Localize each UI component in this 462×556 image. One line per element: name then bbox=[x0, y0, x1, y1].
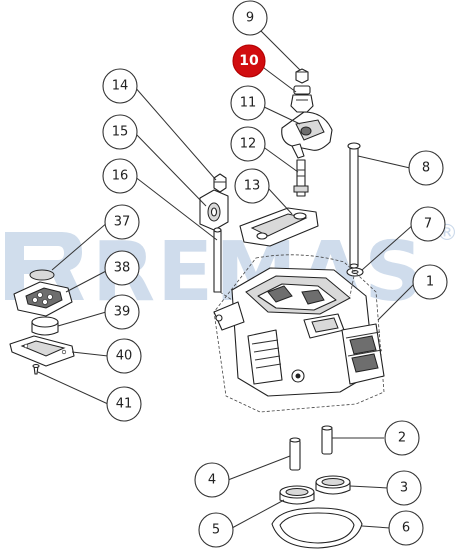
callout-13: 13 bbox=[234, 168, 270, 204]
callout-12: 12 bbox=[230, 126, 266, 162]
callout-8: 8 bbox=[408, 150, 444, 186]
part-41-screw bbox=[32, 363, 40, 375]
callout-41: 41 bbox=[106, 386, 142, 422]
callout-11: 11 bbox=[230, 85, 266, 121]
callout-5: 5 bbox=[198, 512, 234, 548]
svg-text:5: 5 bbox=[212, 523, 220, 538]
svg-text:4: 4 bbox=[208, 473, 216, 488]
svg-text:13: 13 bbox=[244, 179, 261, 194]
svg-text:14: 14 bbox=[112, 79, 129, 94]
callout-4: 4 bbox=[194, 462, 230, 498]
svg-text:2: 2 bbox=[398, 431, 406, 446]
svg-text:12: 12 bbox=[240, 137, 257, 152]
watermark-logo-mark bbox=[5, 232, 84, 300]
part-3-valve-seat bbox=[315, 475, 351, 495]
callout-38: 38 bbox=[104, 250, 140, 286]
svg-text:8: 8 bbox=[422, 161, 430, 176]
callouts: 9 10 11 12 13 14 15 16 bbox=[102, 0, 448, 548]
part-1-cylinder-head bbox=[213, 254, 385, 413]
callout-6: 6 bbox=[388, 510, 424, 546]
svg-text:11: 11 bbox=[240, 96, 257, 111]
svg-text:39: 39 bbox=[114, 305, 131, 320]
part-12-stud bbox=[293, 159, 309, 197]
svg-text:40: 40 bbox=[116, 349, 133, 364]
svg-text:38: 38 bbox=[114, 261, 131, 276]
part-14-nut bbox=[213, 173, 227, 193]
callout-10: 10 bbox=[232, 44, 266, 78]
part-9-nut bbox=[295, 68, 309, 84]
svg-text:1: 1 bbox=[426, 275, 434, 290]
part-8-push-rod bbox=[347, 142, 361, 269]
svg-text:6: 6 bbox=[402, 521, 410, 536]
callout-7: 7 bbox=[410, 206, 446, 242]
svg-text:37: 37 bbox=[114, 215, 131, 230]
svg-text:7: 7 bbox=[424, 217, 432, 232]
part-13-guide-plate bbox=[239, 207, 319, 247]
callout-14: 14 bbox=[102, 68, 138, 104]
part-40-cover-plate bbox=[9, 335, 75, 367]
part-15-bracket bbox=[199, 189, 229, 231]
callout-2: 2 bbox=[384, 420, 420, 456]
svg-text:9: 9 bbox=[246, 11, 254, 26]
part-39-filter-block bbox=[31, 316, 59, 336]
part-5-valve-seat bbox=[279, 485, 315, 505]
svg-text:41: 41 bbox=[116, 397, 133, 412]
svg-text:15: 15 bbox=[112, 125, 129, 140]
svg-text:3: 3 bbox=[400, 481, 408, 496]
part-7-washer bbox=[346, 267, 364, 277]
part-37-washer bbox=[29, 269, 55, 281]
callout-15: 15 bbox=[102, 114, 138, 150]
part-16-rod bbox=[213, 227, 222, 293]
svg-text:16: 16 bbox=[112, 169, 129, 184]
callout-1: 1 bbox=[412, 264, 448, 300]
part-11-rocker-arm bbox=[281, 111, 333, 159]
svg-text:10: 10 bbox=[239, 53, 259, 69]
callout-9: 9 bbox=[232, 0, 268, 36]
leader-lines bbox=[37, 19, 415, 529]
callout-37: 37 bbox=[104, 204, 140, 240]
callout-40: 40 bbox=[106, 338, 142, 374]
part-2-valve-guide bbox=[321, 425, 333, 455]
callout-39: 39 bbox=[104, 294, 140, 330]
callout-3: 3 bbox=[386, 470, 422, 506]
part-4-valve-guide bbox=[289, 437, 301, 471]
part-38-gasket-plate bbox=[13, 281, 73, 317]
part-6-head-gasket bbox=[271, 507, 363, 549]
callout-16: 16 bbox=[102, 158, 138, 194]
part-10-adjuster bbox=[290, 85, 314, 113]
